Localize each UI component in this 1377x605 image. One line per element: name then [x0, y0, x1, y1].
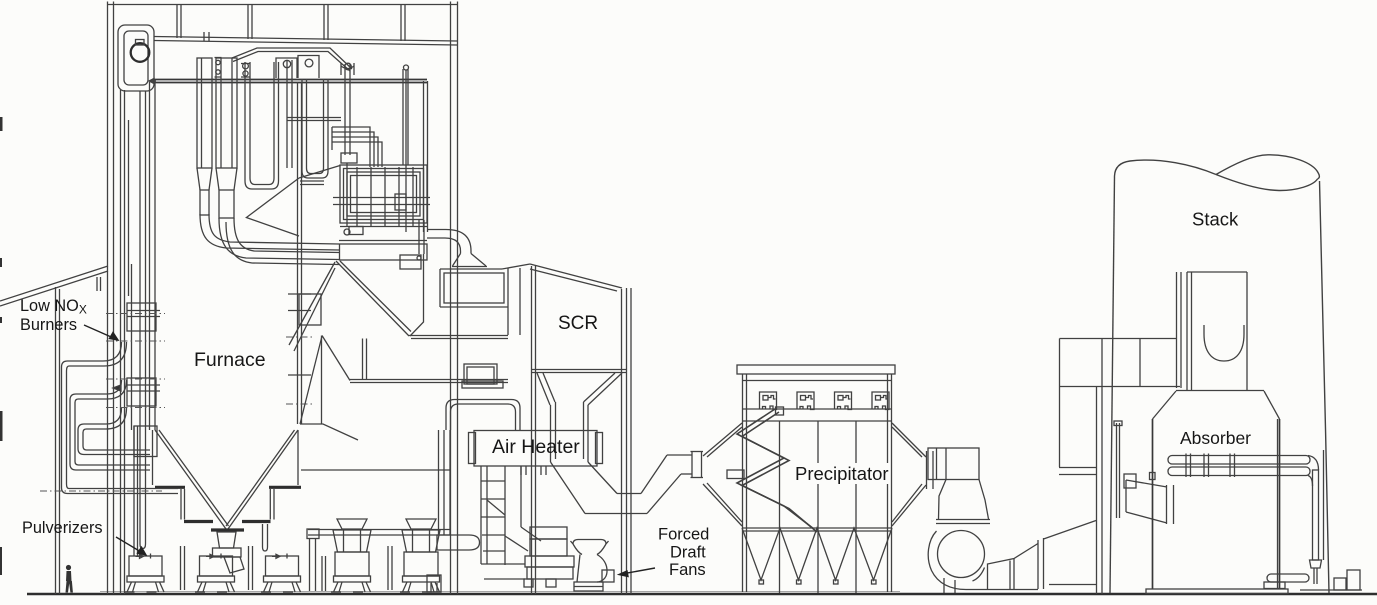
svg-text:Burners: Burners — [20, 316, 77, 334]
svg-text:Air Heater: Air Heater — [492, 436, 580, 458]
svg-text:Low NOX: Low NOX — [20, 297, 87, 317]
svg-text:SCR: SCR — [558, 313, 598, 334]
svg-text:Pulverizers: Pulverizers — [22, 519, 103, 537]
svg-text:Draft: Draft — [670, 544, 706, 562]
svg-text:Absorber: Absorber — [1180, 428, 1251, 448]
svg-text:Furnace: Furnace — [194, 349, 266, 371]
svg-text:Precipitator: Precipitator — [795, 463, 889, 484]
svg-text:Stack: Stack — [1192, 209, 1239, 230]
svg-text:Fans: Fans — [669, 561, 706, 579]
svg-text:Forced: Forced — [658, 526, 709, 544]
